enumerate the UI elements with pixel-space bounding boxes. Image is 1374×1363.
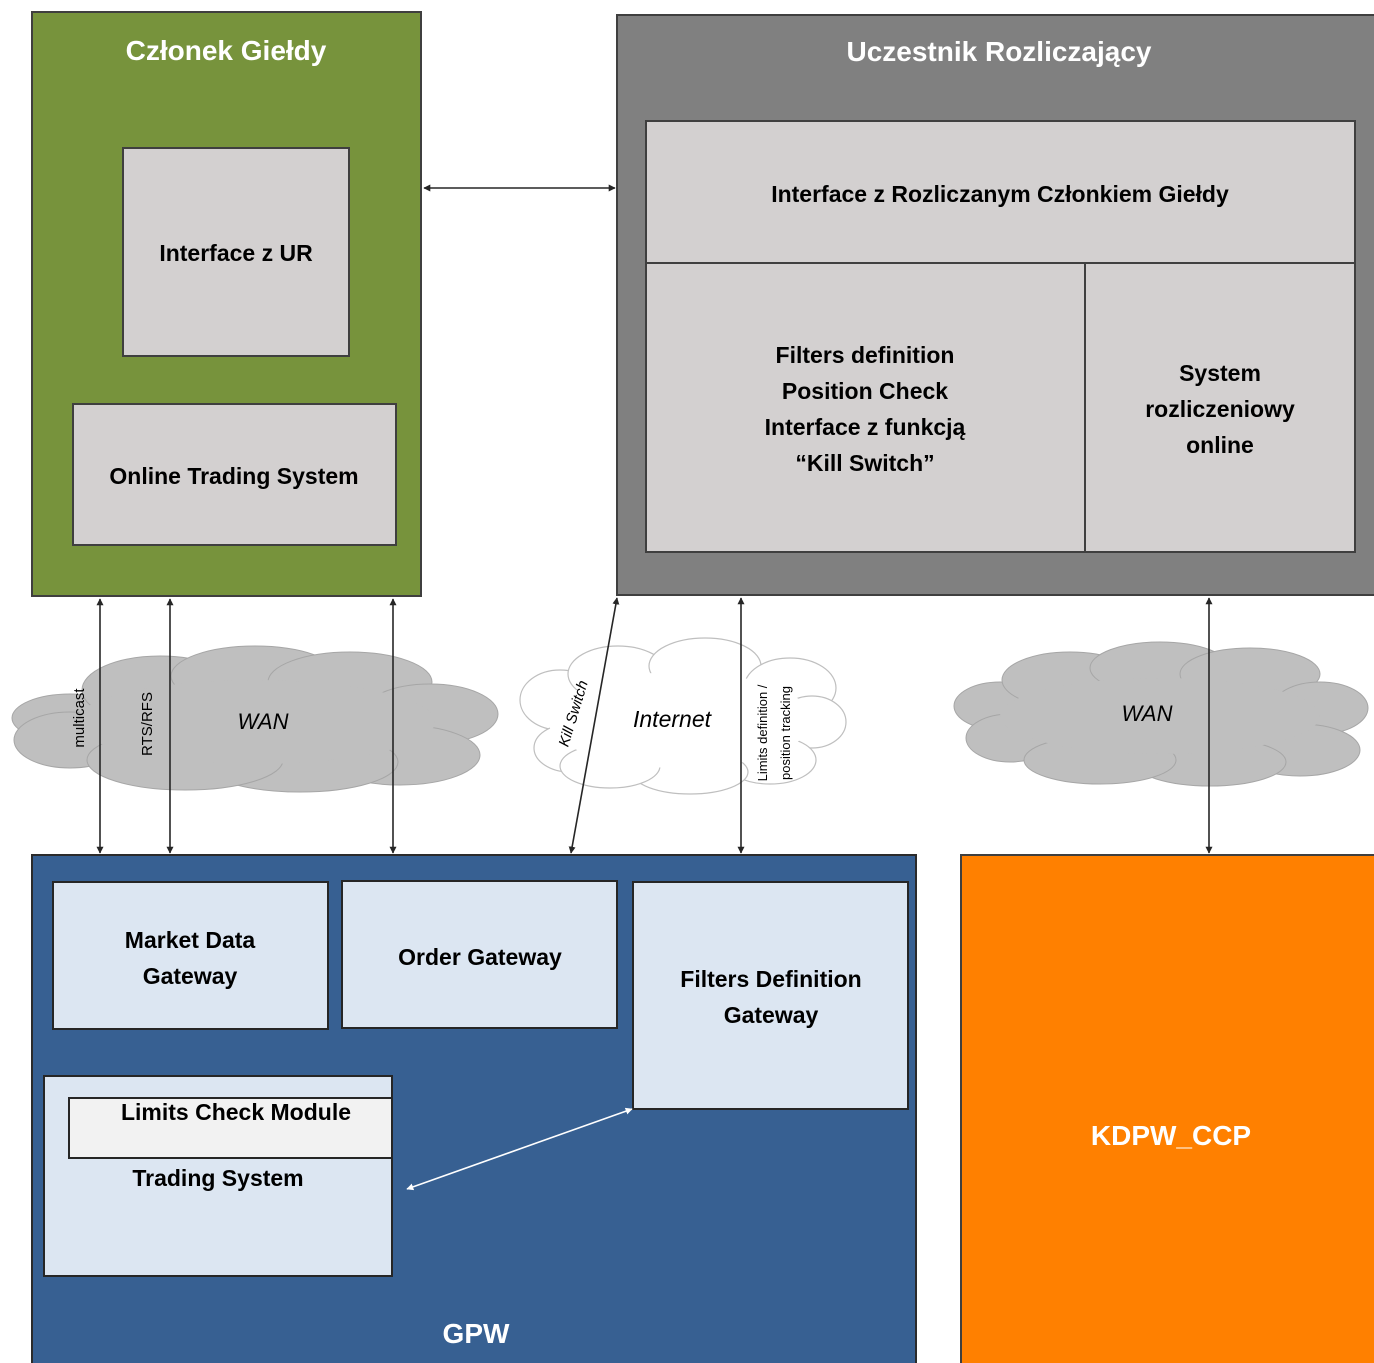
filters-gateway-line-1: Filters Definition xyxy=(680,966,861,992)
market-data-line-2: Gateway xyxy=(143,963,238,989)
internet-label: Internet xyxy=(633,706,713,732)
market-data-line-1: Market Data xyxy=(125,927,256,953)
kdpw-panel: KDPW_CCP xyxy=(960,854,1374,1363)
clearing-inner-frame xyxy=(645,120,1356,553)
trading-system-label: Trading System xyxy=(132,1165,303,1191)
rts-rfs-label: RTS/RFS xyxy=(139,692,156,756)
filters-line-2: Position Check xyxy=(782,378,948,404)
settlement-line-1: System xyxy=(1179,360,1261,386)
trading-filters-arrow xyxy=(406,1107,633,1191)
online-trading-label: Online Trading System xyxy=(109,463,358,489)
filters-line-3: Interface z funkcją xyxy=(765,414,966,440)
wan-right-label: WAN xyxy=(1122,701,1173,726)
limits-module-box xyxy=(68,1097,393,1159)
kdpw-panel-bg xyxy=(960,854,1374,1363)
market-data-gateway-box xyxy=(52,881,329,1030)
interface-member-label: Interface z Rozliczanym Członkiem Giełdy xyxy=(771,181,1229,207)
wan-left-label: WAN xyxy=(238,709,289,734)
limits-module-label: Limits Check Module xyxy=(121,1099,351,1125)
limits-label-line-1: Limits definition / xyxy=(755,684,770,781)
settlement-line-3: online xyxy=(1186,432,1254,458)
member-title: Członek Giełdy xyxy=(126,35,327,66)
kdpw-title: KDPW_CCP xyxy=(1091,1120,1251,1151)
filters-line-4: “Kill Switch” xyxy=(795,450,934,476)
limits-label-line-2: position tracking xyxy=(778,686,793,780)
settlement-line-2: rozliczeniowy xyxy=(1145,396,1295,422)
interface-ur-label: Interface z UR xyxy=(159,240,313,266)
member-panel: Członek Giełdy Interface z UR Online Tra… xyxy=(31,11,422,597)
filters-gateway-box xyxy=(632,881,909,1110)
gpw-title: GPW xyxy=(443,1318,510,1349)
clearing-panel: Uczestnik Rozliczający Interface z Rozli… xyxy=(616,14,1374,596)
online-trading-box xyxy=(72,403,397,546)
kill-switch-arrow xyxy=(568,597,620,854)
gpw-panel: Market Data Gateway Order Gateway Filter… xyxy=(31,854,917,1363)
filters-line-1: Filters definition xyxy=(776,342,955,368)
multicast-label: multicast xyxy=(71,688,88,748)
clearing-title: Uczestnik Rozliczający xyxy=(846,36,1151,67)
interface-ur-box xyxy=(122,147,350,357)
filters-gateway-line-2: Gateway xyxy=(724,1002,819,1028)
order-gateway-label: Order Gateway xyxy=(398,944,562,970)
order-gateway-box xyxy=(341,880,618,1029)
